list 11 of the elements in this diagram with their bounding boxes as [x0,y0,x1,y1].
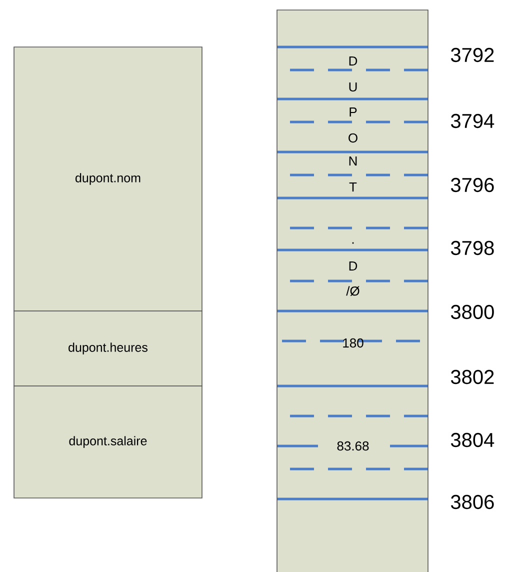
variable-box: dupont.salaire [14,386,202,498]
address-label: 3798 [450,240,494,256]
address-label: 3794 [450,114,494,128]
address-label: 3796 [450,178,494,192]
address-label: 3792 [450,48,494,62]
address-label: 3804 [450,432,494,448]
address-label: 3800 [450,304,494,320]
address-label: 3802 [450,370,494,384]
variable-box: dupont.heures [14,310,202,386]
address-label: 3806 [450,494,494,510]
memory-column: D U P O N T . D /Ø 180 83.68 [276,10,428,572]
